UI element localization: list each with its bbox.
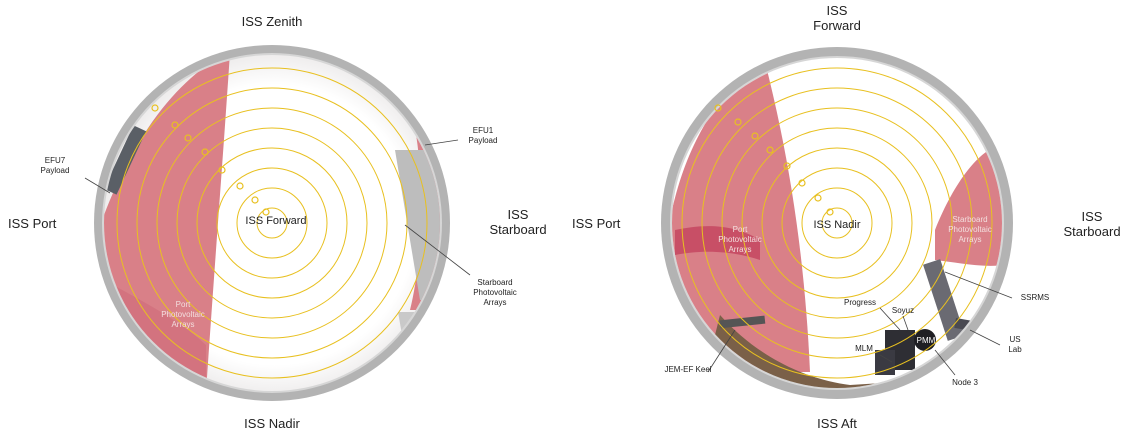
left-starboard-label: ISS Starboard <box>478 207 558 237</box>
right-elevation-contours <box>681 67 993 379</box>
left-starboard-arrays-label-line1: Starboard <box>477 278 513 287</box>
left-starboard-label-line1: ISS <box>507 207 529 222</box>
left-efu7-leader <box>84 177 111 194</box>
left-efu1-label-line1: EFU1 <box>472 126 494 135</box>
left-efu7-payload-structure <box>104 125 147 195</box>
right-aft-label: ISS Aft <box>817 416 857 431</box>
right-jem-leader <box>707 329 736 373</box>
right-jem-label: JEM-EF Keel <box>664 365 712 374</box>
left-efu7-label: EFU7 Payload <box>30 156 80 176</box>
right-pmm-label: PMM <box>916 336 936 345</box>
right-progress-label: Progress <box>843 298 876 307</box>
right-mlm-module <box>875 350 895 375</box>
right-pmm-module <box>914 329 936 351</box>
right-us-lab-label-line1: US <box>1009 335 1021 344</box>
left-efu7-label-line2: Payload <box>40 166 70 175</box>
right-progress-leader <box>879 307 901 331</box>
right-jem-ef <box>719 315 766 329</box>
right-forward-label-line2: Forward <box>813 18 861 33</box>
right-port-label: ISS Port <box>572 216 621 231</box>
right-port-arrays-label-line1: Port <box>732 225 748 234</box>
right-port-arrays-label: Port Photovoltaic Arrays <box>705 225 775 255</box>
right-port-array-stripe <box>675 226 760 260</box>
right-node3-label: Node 3 <box>952 378 978 387</box>
right-soyuz-label: Soyuz <box>891 306 915 315</box>
right-starboard-label: ISS Starboard <box>1052 209 1125 239</box>
right-starboard-label-line1: ISS <box>1081 209 1103 224</box>
right-mlm-leader <box>879 354 893 363</box>
left-nadir-label: ISS Nadir <box>244 416 300 431</box>
left-starboard-leader <box>404 224 471 276</box>
right-mlm-label: MLM <box>855 344 873 353</box>
left-efu7-label-line1: EFU7 <box>44 156 66 165</box>
left-center-label: ISS Forward <box>245 215 307 227</box>
right-soyuz-leader <box>902 315 909 331</box>
right-node3-leader <box>934 349 956 376</box>
right-us-lab-label-line2: Lab <box>1008 345 1022 354</box>
right-center-label: ISS Nadir <box>813 219 861 231</box>
right-trajectory-markers <box>714 104 834 216</box>
right-port-arrays-label-line3: Arrays <box>728 245 752 254</box>
right-ssrms-label: SSRMS <box>1020 293 1050 302</box>
left-elevation-contours <box>116 67 428 379</box>
right-starboard-arrays-label-line3: Arrays <box>958 235 982 244</box>
right-starboard-array <box>935 145 1002 266</box>
right-fisheye-view <box>661 47 1013 399</box>
right-ssrms-arm <box>923 259 965 341</box>
right-us-lab-leader <box>969 329 1001 346</box>
right-port-arrays-label-line2: Photovoltaic <box>718 235 762 244</box>
left-starboard-arrays-label: Starboard Photovoltaic Arrays <box>460 278 530 308</box>
right-forward-label-line1: ISS <box>826 3 848 18</box>
left-efu1-label-line2: Payload <box>468 136 498 145</box>
left-zenith-label: ISS Zenith <box>241 14 303 29</box>
right-forward-label: ISS Forward <box>797 3 877 33</box>
right-starboard-arrays-label: Starboard Photovoltaic Arrays <box>935 215 1005 245</box>
left-efu1-label: EFU1 Payload <box>458 126 508 146</box>
left-efu1-leader <box>424 139 459 146</box>
left-port-arrays-label-line1: Port <box>175 300 191 309</box>
left-port-label: ISS Port <box>8 216 57 231</box>
left-starboard-structure <box>395 150 440 300</box>
left-starboard-arrays-label-line2: Photovoltaic <box>473 288 517 297</box>
right-starboard-arrays-label-line1: Starboard <box>952 215 988 224</box>
left-trajectory-markers <box>151 104 270 216</box>
right-starboard-label-line2: Starboard <box>1063 224 1121 239</box>
right-starboard-arrays-label-line2: Photovoltaic <box>948 225 992 234</box>
right-top-structure <box>975 95 1002 125</box>
right-ssrms-leader <box>944 271 1013 299</box>
left-port-arrays-label-line2: Photovoltaic <box>161 310 205 319</box>
left-port-arrays-label: Port Photovoltaic Arrays <box>148 300 218 330</box>
left-starboard-label-line2: Starboard <box>489 222 547 237</box>
left-lower-structure <box>398 312 440 380</box>
right-us-lab-label: US Lab <box>995 335 1035 355</box>
left-port-arrays-label-line3: Arrays <box>171 320 195 329</box>
left-starboard-arrays-label-line3: Arrays <box>483 298 507 307</box>
